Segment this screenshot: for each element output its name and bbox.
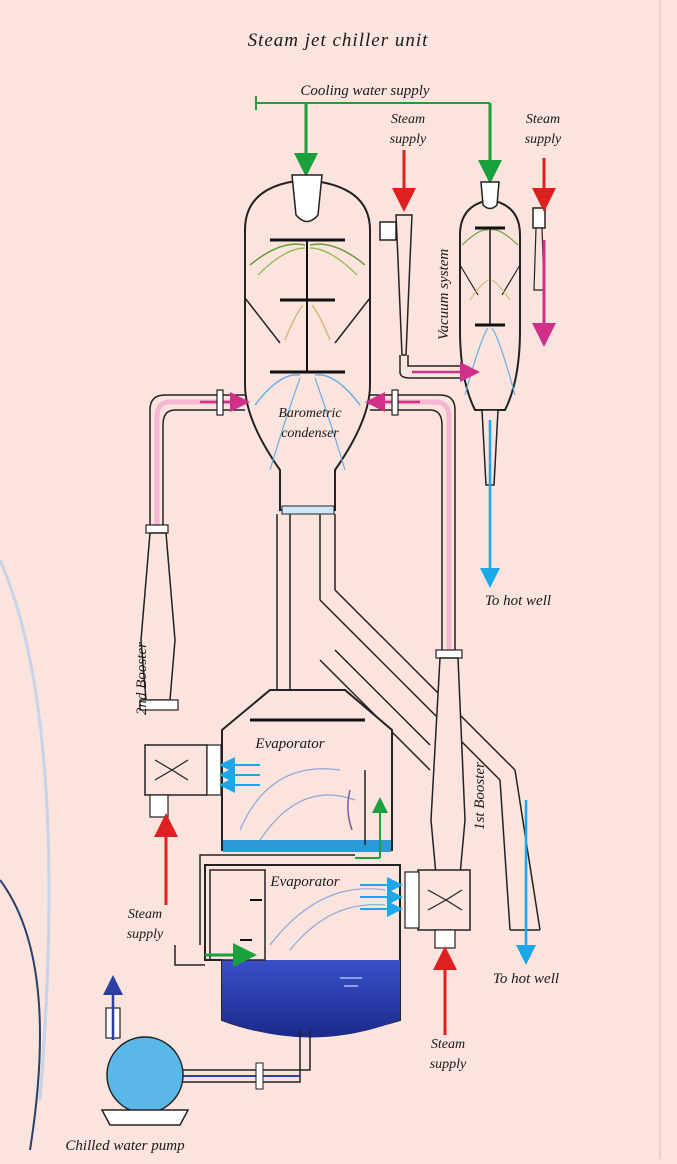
label-evaporator-lower: Evaporator [269,874,339,890]
label-steam-supply-1: Steam supply [378,110,438,150]
cooling-water-supply-line [256,96,490,172]
upper-evaporator [222,690,392,858]
label-barometric-condenser-box: Barometric condenser [255,404,365,448]
label-steam-supply-3-box: Steam supply [110,905,180,949]
vacuum-system-vessel [460,182,520,578]
label-to-hot-well-2: To hot well [493,971,559,987]
decor-arc-2 [0,880,40,1150]
label-evaporator-upper: Evaporator [254,736,324,752]
label-steam-supply-4: Steam supply [418,1035,478,1075]
label-to-hot-well-1: To hot well [485,593,551,609]
barometric-condenser-vessel [245,175,370,514]
label-cooling-water-supply: Cooling water supply [300,83,430,99]
label-vacuum-system: Vacuum system [436,249,452,340]
label-steam-supply-2-box: Steam supply [513,110,573,154]
label-chilled-water-pump: Chilled water pump [65,1138,185,1154]
label-steam-supply-1-box: Steam supply [378,110,438,154]
decor-arc-1 [0,560,49,1100]
label-steam-supply-3: Steam supply [110,905,180,945]
diagram-title: Steam jet chiller unit [248,30,429,51]
label-steam-supply-2: Steam supply [513,110,573,150]
label-2nd-booster: 2nd Booster [134,642,150,715]
label-steam-supply-4-box: Steam supply [418,1035,478,1079]
label-1st-booster: 1st Booster [472,762,488,830]
label-barometric-condenser: Barometric condenser [255,404,365,444]
